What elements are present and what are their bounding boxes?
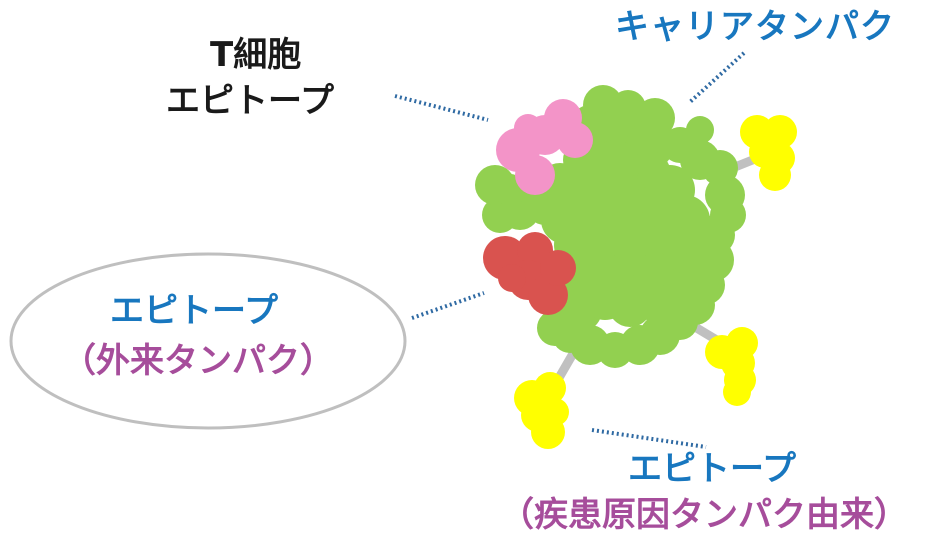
disease-epitope-label-line1: エピトープ bbox=[628, 449, 796, 489]
disease-epitope-molecule-right bbox=[705, 327, 758, 406]
foreign-epitope-label-line2: （外来タンパク） bbox=[62, 341, 334, 381]
tcell-epitope-label-line1: T細胞 bbox=[210, 35, 302, 75]
carrier-pointer-line bbox=[688, 51, 746, 104]
disease-epitope-label-line2: （疾患原因タンパク由来） bbox=[500, 495, 908, 535]
carrier-protein-bead bbox=[604, 209, 656, 261]
foreign-epitope-oval bbox=[9, 252, 407, 430]
carrier-protein-molecule bbox=[475, 85, 746, 368]
disease-epitope-molecule-bottom bbox=[514, 372, 569, 449]
carrier-protein-label: キャリアタンパク bbox=[615, 7, 895, 47]
foreign-epitope-label-line1: エピトープ bbox=[110, 291, 278, 331]
tcell-pointer-line bbox=[394, 94, 489, 122]
carrier-protein-bead bbox=[482, 197, 518, 233]
tcell-epitope-label-line2: エピトープ bbox=[166, 81, 334, 121]
carrier-protein-bead bbox=[686, 116, 714, 144]
foreign-epitope-molecule bbox=[483, 232, 576, 315]
foreign-pointer-line bbox=[411, 291, 485, 320]
disease-pointer-line bbox=[591, 428, 707, 449]
disease-epitope-molecule-top bbox=[740, 115, 797, 191]
tcell-epitope-molecule bbox=[496, 99, 593, 195]
